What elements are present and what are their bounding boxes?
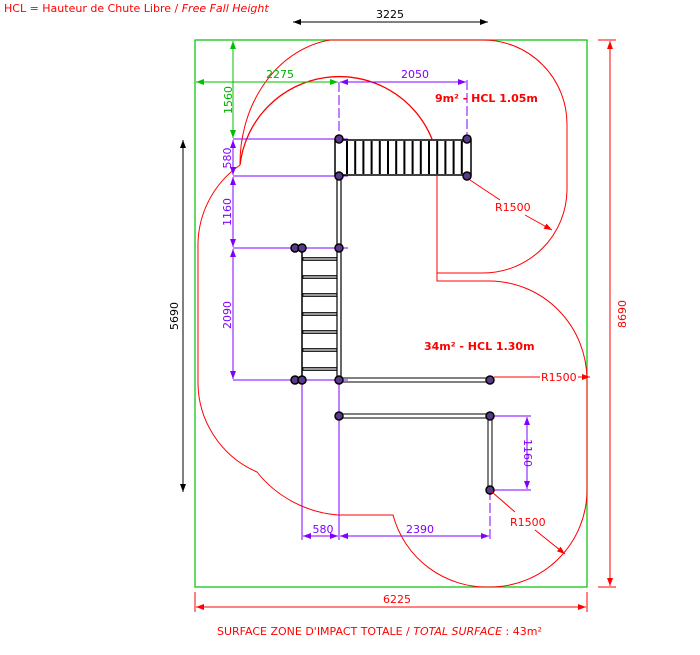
dim-ladder-2090: 2090 bbox=[221, 301, 234, 329]
purple-dimension-lines bbox=[230, 79, 531, 540]
dim-right-1160: 1160 bbox=[521, 439, 534, 467]
dim-left-height: 5690 bbox=[168, 302, 181, 330]
post bbox=[297, 243, 307, 253]
play-structure bbox=[290, 134, 495, 495]
boundary-rectangle bbox=[194, 39, 588, 588]
radius-label-bottom: R1500 bbox=[510, 516, 546, 529]
dim-bottom-2390: 2390 bbox=[406, 523, 434, 536]
post bbox=[297, 375, 307, 385]
dim-right-height: 8690 bbox=[616, 300, 629, 328]
ladder-rung bbox=[302, 275, 338, 279]
post bbox=[334, 375, 344, 385]
zone-label-small: 9m² - HCL 1.05m bbox=[435, 92, 538, 105]
post bbox=[462, 134, 472, 144]
zone-label-large: 34m² - HCL 1.30m bbox=[424, 340, 535, 353]
legend-text: HCL = Hauteur de Chute Libre / Free Fall… bbox=[4, 2, 269, 15]
impact-zone-small-outline bbox=[239, 75, 433, 166]
post bbox=[462, 171, 472, 181]
radius-label-top: R1500 bbox=[495, 201, 531, 214]
ladder-rung bbox=[302, 348, 338, 352]
post bbox=[334, 134, 344, 144]
dim-top-width: 3225 bbox=[376, 8, 404, 21]
ladder-rung bbox=[302, 257, 338, 261]
dim-offset-y: 1560 bbox=[222, 86, 235, 114]
dim-left-1160: 1160 bbox=[221, 198, 234, 226]
ladder-rung bbox=[302, 330, 338, 334]
ladder-rung bbox=[302, 312, 338, 316]
impact-zone-large-lower bbox=[197, 164, 588, 588]
dim-offset-x: 2275 bbox=[266, 68, 294, 81]
total-surface-label: SURFACE ZONE D'IMPACT TOTALE / TOTAL SUR… bbox=[217, 625, 542, 638]
radius-label-middle: R1500 bbox=[541, 371, 577, 384]
post bbox=[485, 375, 495, 385]
post bbox=[485, 411, 495, 421]
ladder-rung bbox=[302, 367, 338, 371]
dim-bottom-width: 6225 bbox=[383, 593, 411, 606]
post bbox=[334, 243, 344, 253]
dim-bottom-580: 580 bbox=[313, 523, 334, 536]
post bbox=[334, 171, 344, 181]
post bbox=[334, 411, 344, 421]
dim-platform-depth: 580 bbox=[221, 148, 234, 169]
dim-platform-length: 2050 bbox=[401, 68, 429, 81]
ladder-rung bbox=[302, 293, 338, 297]
